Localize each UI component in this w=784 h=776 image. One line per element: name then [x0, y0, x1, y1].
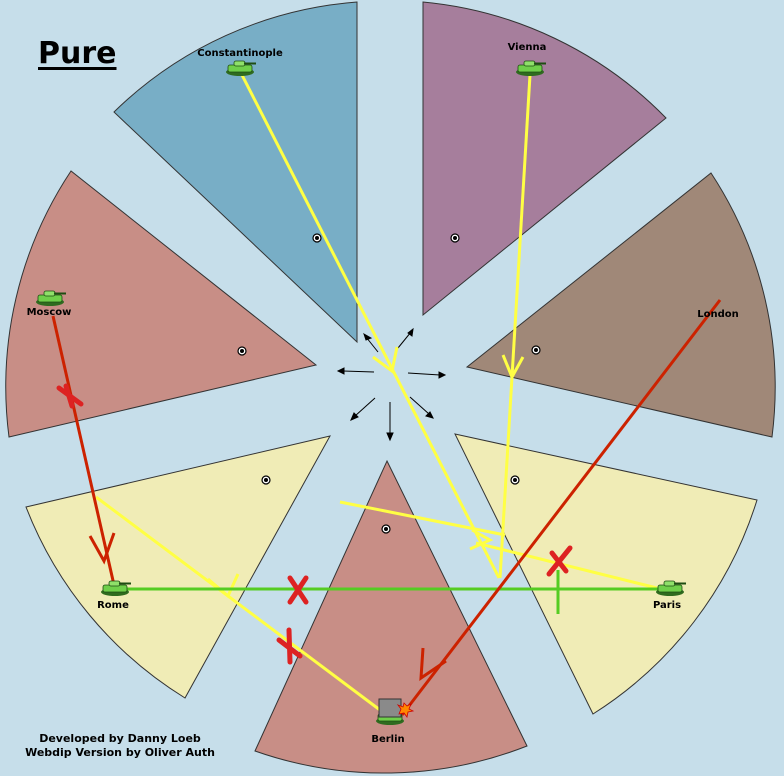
credits: Developed by Danny Loeb Webdip Version b…: [20, 732, 220, 760]
arrowhead: [469, 528, 494, 551]
fail-x-icon: [276, 627, 303, 665]
move-orders: [95, 74, 658, 712]
territory-london[interactable]: [465, 172, 776, 438]
territory-label-rome: Rome: [97, 600, 129, 611]
supply-center-icon: [381, 524, 391, 534]
arrowhead: [372, 346, 399, 374]
territory-constantinople[interactable]: [113, 1, 358, 344]
red-orders: [51, 299, 722, 716]
order-vienna-move: [498, 74, 532, 579]
order-moscow-move: [51, 315, 116, 586]
center-arrows: [336, 327, 447, 442]
army-tank-icon[interactable]: [656, 580, 686, 596]
territory-label-constantinople: Constantinople: [197, 48, 283, 59]
territory-berlin[interactable]: [254, 459, 528, 774]
supply-center-icon: [531, 345, 541, 355]
order-constantinople-move: [240, 74, 501, 579]
territory-label-vienna: Vienna: [507, 42, 547, 53]
supply-center-icon: [312, 233, 322, 243]
territory-label-london: London: [697, 309, 739, 320]
territory-label-paris: Paris: [652, 600, 682, 611]
supply-centers: [237, 233, 541, 534]
territory-label-moscow: Moscow: [26, 307, 72, 318]
fail-markers: [56, 383, 573, 665]
credits-line-2: Webdip Version by Oliver Auth: [25, 746, 215, 759]
supply-center-icon: [510, 475, 520, 485]
territory-label-berlin: Berlin: [371, 734, 405, 745]
supply-center-icon: [237, 346, 247, 356]
supply-center-icon: [450, 233, 460, 243]
territory-vienna[interactable]: [422, 1, 667, 317]
order-london-move: [400, 299, 722, 716]
army-tank-icon[interactable]: [36, 290, 66, 306]
arrowhead: [501, 354, 525, 381]
territory-rome[interactable]: [25, 435, 331, 699]
order-berlin-move: [95, 495, 381, 712]
page-title: Pure: [38, 36, 117, 71]
arrowhead: [88, 532, 116, 565]
order-rome-line: [339, 500, 506, 537]
arrowhead: [207, 573, 240, 599]
army-tank-icon[interactable]: [226, 60, 256, 76]
army-tank-icon[interactable]: [516, 60, 546, 76]
fail-x-icon: [546, 545, 573, 577]
arrowhead: [419, 647, 447, 681]
credits-line-1: Developed by Danny Loeb: [39, 732, 201, 745]
fail-x-icon: [287, 575, 309, 605]
territory-moscow[interactable]: [5, 170, 318, 438]
explosion-icon: [396, 702, 415, 718]
fail-x-icon: [56, 383, 84, 409]
support-orders: [115, 570, 660, 614]
order-paris-move: [475, 541, 658, 590]
supply-center-icon: [261, 475, 271, 485]
dislodged-marker: [378, 698, 402, 718]
army-tank-icon[interactable]: [101, 580, 131, 596]
